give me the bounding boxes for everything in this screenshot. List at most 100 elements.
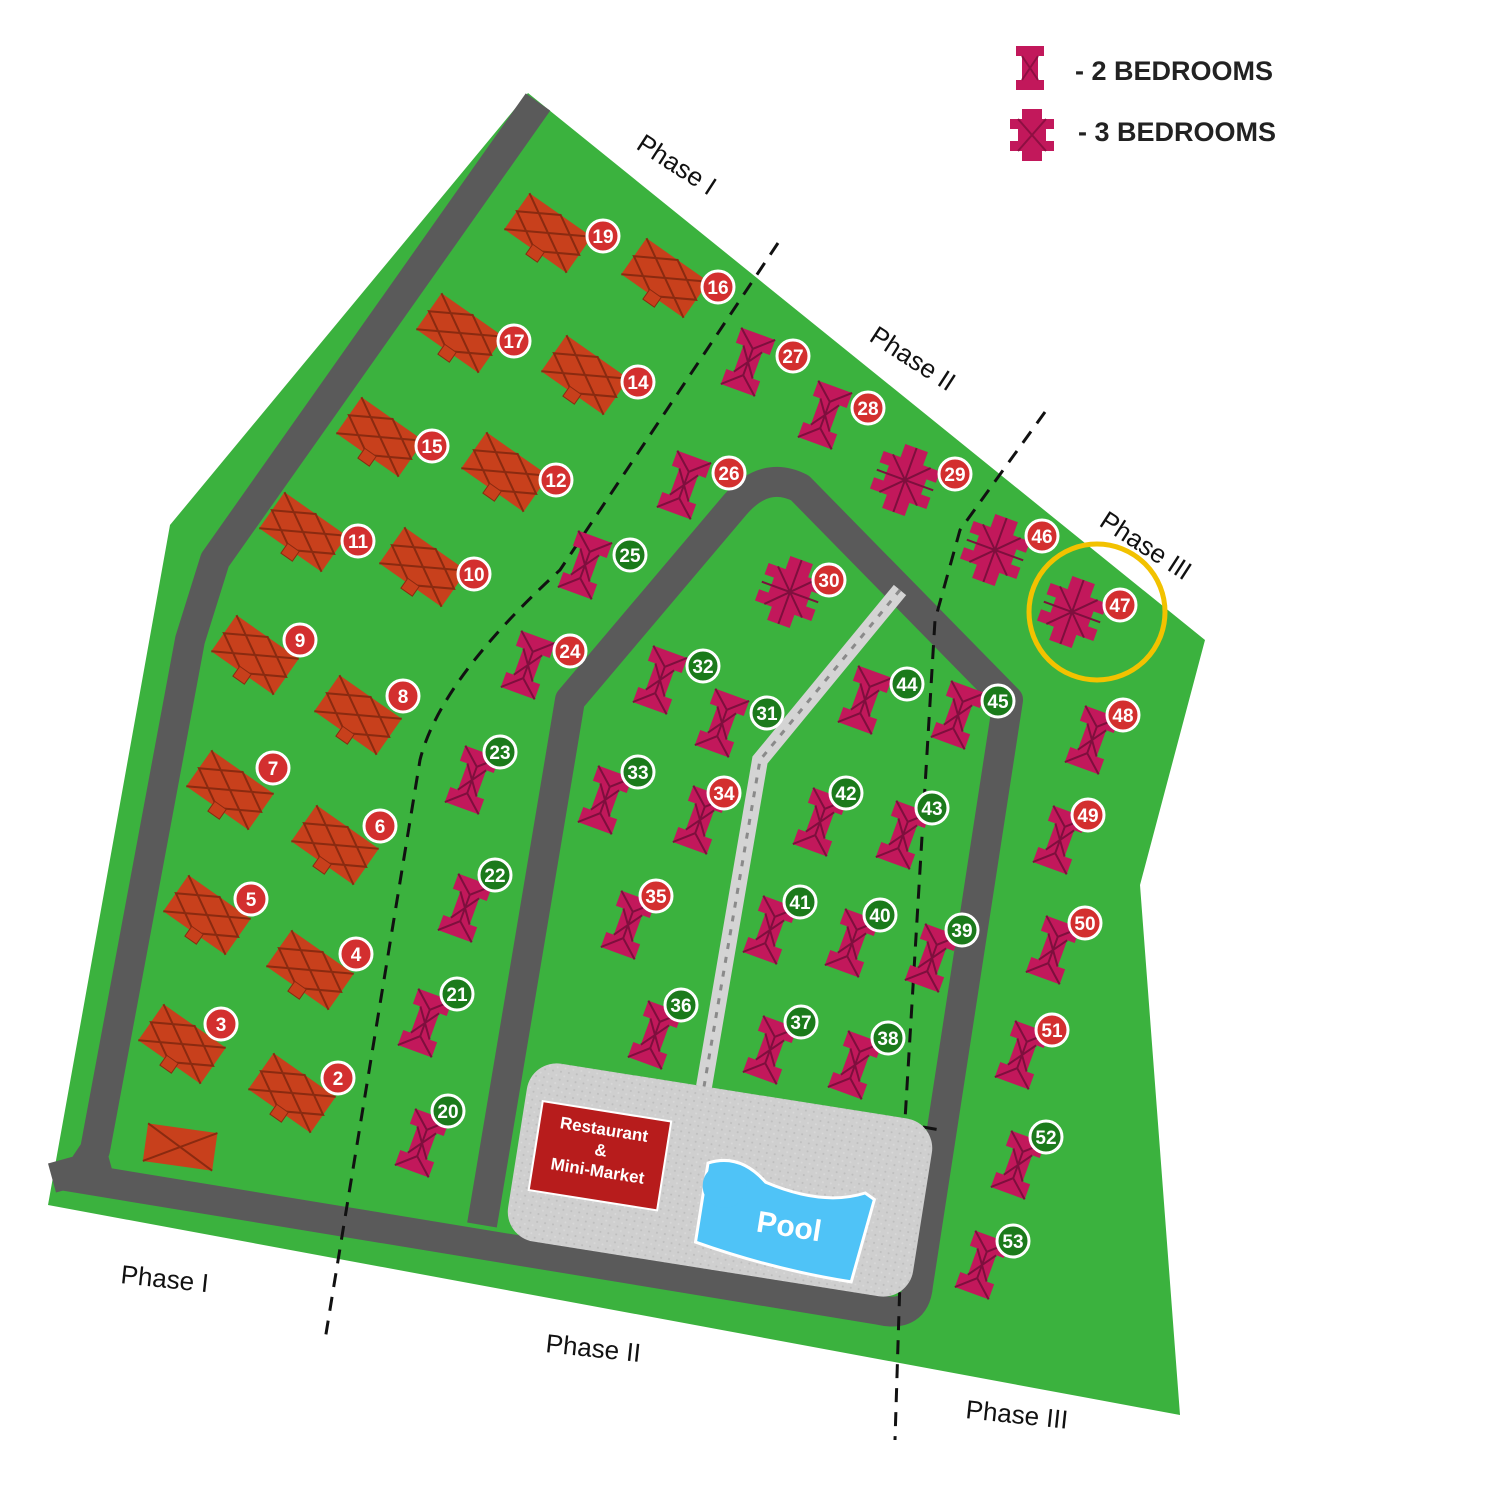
plot-number: 51: [1041, 1021, 1063, 1042]
plot-41[interactable]: 41: [742, 884, 818, 965]
bottom-phase-2-label: Phase II: [544, 1328, 642, 1368]
plot-2[interactable]: 2: [244, 1052, 356, 1139]
plot-7[interactable]: 7: [182, 749, 291, 836]
plot-43[interactable]: 43: [875, 790, 950, 870]
plot-3[interactable]: 3: [134, 1003, 239, 1090]
plot-badge: [1070, 797, 1106, 833]
plot-39[interactable]: 39: [904, 912, 980, 993]
plot-35[interactable]: 35: [600, 878, 674, 960]
plot-9[interactable]: 9: [207, 614, 318, 701]
plot-8[interactable]: 8: [310, 674, 421, 761]
plot-14[interactable]: 14: [537, 334, 656, 421]
two-bedroom-house-icon: [632, 645, 688, 715]
plot-25[interactable]: 25: [557, 530, 648, 600]
plot-31[interactable]: 31: [694, 688, 785, 758]
plot-number: 9: [295, 631, 306, 652]
plot-42[interactable]: 42: [792, 775, 864, 857]
plot-22[interactable]: 22: [437, 857, 513, 943]
bottom-phase-1-label: Phase I: [119, 1259, 210, 1298]
plot-33[interactable]: 33: [577, 754, 656, 835]
plot-26[interactable]: 26: [656, 450, 747, 520]
walkway-pattern: [698, 589, 902, 1111]
plot-number: 22: [484, 866, 505, 887]
two-bedroom-house-icon: [138, 1003, 226, 1085]
plot-badge: [749, 695, 785, 731]
plot-badge: [1028, 1119, 1064, 1155]
plot-20[interactable]: 20: [394, 1093, 466, 1178]
plot-38[interactable]: 38: [827, 1020, 906, 1100]
two-bedroom-house-icon: [720, 327, 776, 397]
plot-badge: [439, 976, 475, 1012]
plot-number: 27: [782, 347, 803, 368]
two-bedroom-house-icon: [930, 680, 986, 750]
two-bedroom-house-icon: [461, 431, 549, 513]
plot-29[interactable]: 29: [865, 438, 973, 522]
plot-48[interactable]: 48: [1064, 697, 1141, 775]
plot-number: 3: [216, 1015, 227, 1036]
restaurant-mini-market: Restaurant & Mini-Market: [527, 1100, 673, 1212]
plot-36[interactable]: 36: [627, 987, 699, 1070]
plot-27[interactable]: 27: [720, 327, 811, 397]
two-bedroom-house-icon: [163, 874, 251, 956]
plot-30[interactable]: 30: [750, 550, 847, 634]
plot-45[interactable]: 45: [930, 680, 1016, 750]
plot-28[interactable]: 28: [797, 380, 886, 450]
plot-53[interactable]: 53: [954, 1223, 1031, 1300]
plot-40[interactable]: 40: [824, 897, 898, 978]
plot-47[interactable]: 47: [1032, 570, 1138, 654]
plot-number: 12: [545, 471, 566, 492]
plot-10[interactable]: 10: [375, 526, 492, 613]
plot-46[interactable]: 46: [955, 508, 1060, 592]
two-bedroom-house-icon: [314, 674, 402, 756]
plot-badge: [706, 775, 742, 811]
three-bedroom-house-icon: [754, 555, 826, 629]
plot-5[interactable]: 5: [159, 874, 269, 961]
legend: - 2 BEDROOMS - 3 BEDROOMS: [1010, 46, 1276, 161]
two-bedroom-house-icon: [627, 1000, 683, 1070]
two-bedroom-house-icon: [266, 929, 354, 1011]
two-bedroom-house-icon: [1064, 705, 1120, 775]
plot-50[interactable]: 50: [1025, 905, 1103, 985]
plot-number: 21: [446, 985, 468, 1006]
plot-badge: [233, 881, 269, 917]
plot-17[interactable]: 17: [412, 292, 532, 379]
plot-51[interactable]: 51: [994, 1012, 1070, 1090]
plot-badge: [1024, 518, 1060, 554]
plot-49[interactable]: 49: [1032, 797, 1106, 875]
plot-number: 15: [421, 437, 443, 458]
plot-23[interactable]: 23: [444, 734, 518, 815]
two-bedroom-house-icon: [694, 688, 750, 758]
plot-37[interactable]: 37: [742, 1004, 819, 1085]
plot-32[interactable]: 32: [632, 645, 721, 715]
plot-badge: [1067, 905, 1103, 941]
plot-number: 31: [756, 704, 778, 725]
plot-16[interactable]: 16: [617, 237, 736, 324]
plot-number: 41: [789, 893, 811, 914]
three-bedroom-house-icon: [1036, 575, 1108, 649]
plot-number: 37: [790, 1013, 811, 1034]
plot-4[interactable]: 4: [262, 929, 374, 1016]
plot-11[interactable]: 11: [255, 491, 376, 578]
plot-52[interactable]: 52: [990, 1119, 1064, 1200]
plot-badge: [362, 808, 398, 844]
plot-badge: [685, 648, 721, 684]
plot-19[interactable]: 19: [500, 192, 621, 279]
plot-24[interactable]: 24: [500, 630, 588, 700]
plot-15[interactable]: 15: [332, 396, 450, 483]
plot-badge: [620, 364, 656, 400]
two-bedroom-house-icon: [211, 614, 299, 696]
plot-badge: [456, 556, 492, 592]
pool-round-end: [702, 1163, 747, 1208]
plot-badge: [414, 428, 450, 464]
two-bedroom-house-icon: [504, 192, 592, 274]
two-bedroom-legend-label: - 2 BEDROOMS: [1075, 56, 1273, 86]
plot-34[interactable]: 34: [672, 775, 742, 855]
plot-badge: [711, 455, 747, 491]
plot-number: 14: [627, 373, 649, 394]
plot-badge: [496, 323, 532, 359]
plot-number: 39: [951, 921, 972, 942]
plot-44[interactable]: 44: [837, 665, 925, 735]
plot-12[interactable]: 12: [457, 431, 574, 518]
plot-21[interactable]: 21: [397, 976, 475, 1058]
plot-6[interactable]: 6: [287, 804, 398, 891]
